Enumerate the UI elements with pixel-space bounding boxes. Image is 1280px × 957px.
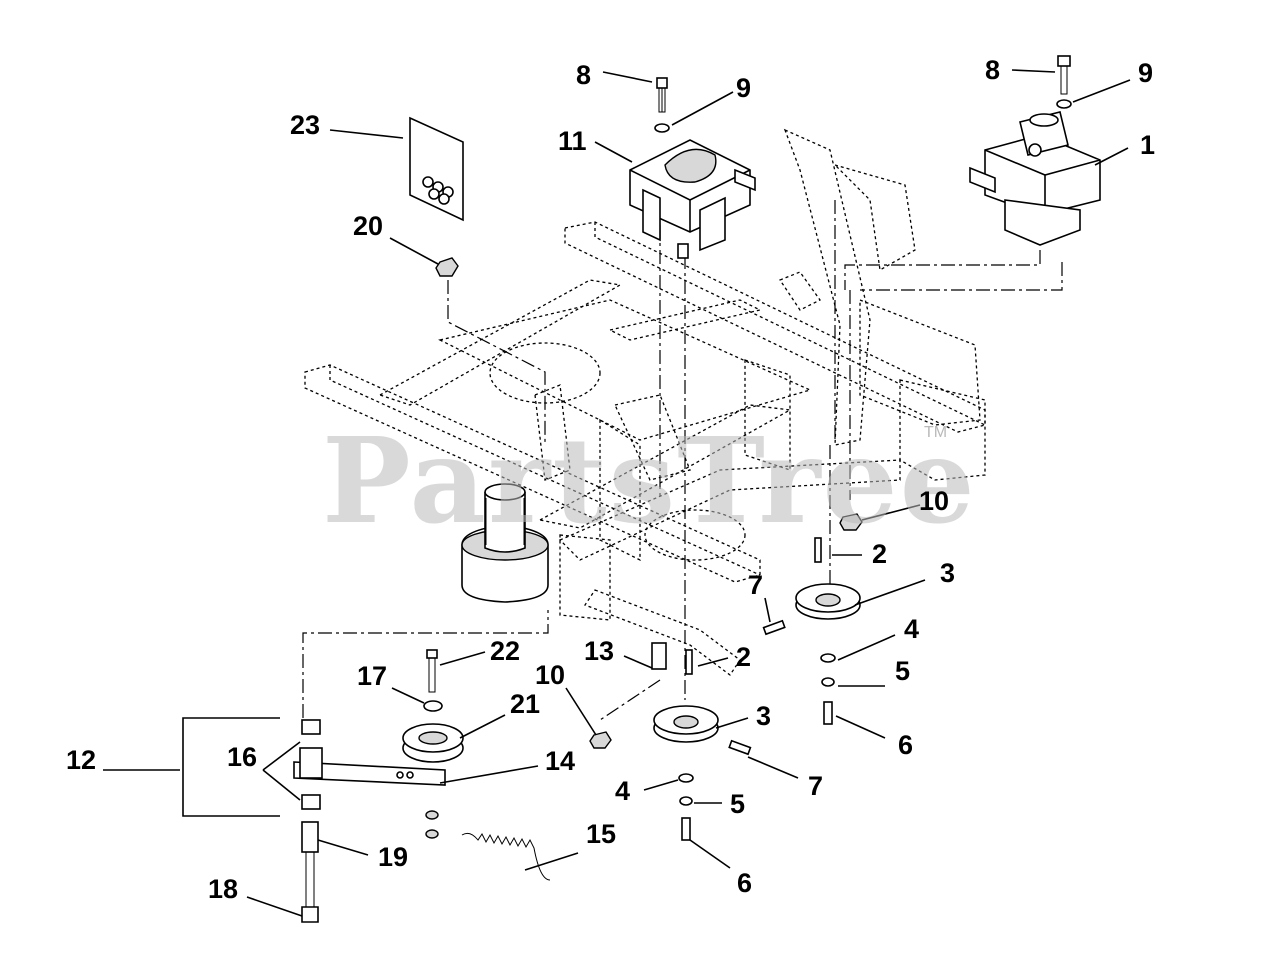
callout-19: 19	[378, 842, 408, 872]
callout-5: 5	[730, 789, 745, 819]
watermark-trademark: TM	[924, 424, 947, 441]
spindle-housing	[461, 483, 549, 603]
callout-2: 2	[872, 539, 887, 569]
callout-8: 8	[985, 55, 1000, 85]
callout-5: 5	[895, 656, 910, 686]
callout-18: 18	[208, 874, 238, 904]
callout-23: 23	[290, 110, 320, 140]
callout-6: 6	[737, 868, 752, 898]
callout-6: 6	[898, 730, 913, 760]
callout-22: 22	[490, 636, 520, 666]
callout-2: 2	[736, 642, 751, 672]
callout-16: 16	[227, 742, 257, 772]
callout-9: 9	[1138, 58, 1153, 88]
callout-3: 3	[756, 701, 771, 731]
hydro-control-unit-right	[969, 111, 1101, 246]
callout-10: 10	[535, 660, 565, 690]
mower-frame	[304, 128, 986, 676]
decal	[409, 116, 464, 222]
callout-4: 4	[615, 776, 630, 806]
callout-12: 12	[66, 745, 96, 775]
callout-10: 10	[919, 486, 949, 516]
callout-1: 1	[1140, 130, 1155, 160]
callout-17: 17	[357, 661, 387, 691]
callout-7: 7	[808, 771, 823, 801]
callout-labels: 1 2 2 3 3 4 4 5 5 6 6 7 7 8 8 9 9 10 10 …	[66, 55, 1155, 904]
callout-14: 14	[545, 746, 575, 776]
callout-9: 9	[736, 73, 751, 103]
callout-13: 13	[584, 636, 614, 666]
assembly-path-lines	[302, 200, 1063, 721]
callout-21: 21	[510, 689, 540, 719]
hardware	[293, 55, 1072, 923]
leader-lines	[103, 69, 1131, 917]
callout-8: 8	[576, 60, 591, 90]
callout-11: 11	[558, 126, 587, 156]
callout-15: 15	[586, 819, 616, 849]
watermark-text: PartsTree	[322, 411, 977, 550]
callout-7: 7	[748, 570, 763, 600]
callout-3: 3	[940, 558, 955, 588]
callout-4: 4	[904, 614, 919, 644]
hydro-control-unit-left	[629, 139, 756, 259]
callout-20: 20	[353, 211, 383, 241]
